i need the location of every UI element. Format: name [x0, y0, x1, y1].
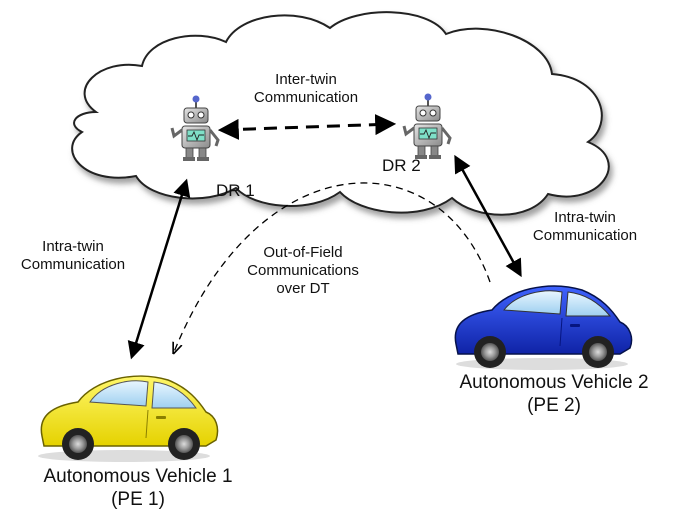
- vehicle2-subtitle: (PE 2): [527, 394, 581, 416]
- cloud-icon: [71, 11, 610, 216]
- intra-twin-arrow-left: [127, 178, 191, 360]
- intra-twin-arrow-right: [454, 154, 522, 278]
- inter-twin-label-line1: Inter-twin: [275, 71, 337, 88]
- out-of-field-label: Out-of-Field Communications over DT: [240, 244, 366, 298]
- car-icon: [454, 285, 633, 370]
- inter-twin-arrow: [217, 114, 397, 140]
- vehicle1-subtitle: (PE 1): [111, 488, 165, 510]
- vehicle2-label: Autonomous Vehicle 2 (PE 2): [420, 372, 688, 418]
- intra-left-line2: Communication: [20, 256, 126, 273]
- out-of-field-line3: over DT: [276, 280, 330, 297]
- out-of-field-line1: Out-of-Field: [263, 244, 343, 261]
- vehicle1-title: Autonomous Vehicle 1: [43, 466, 233, 487]
- car-icon: [38, 375, 219, 462]
- out-of-field-line2: Communications: [247, 262, 359, 279]
- vehicle1-label: Autonomous Vehicle 1 (PE 1): [4, 466, 272, 512]
- inter-twin-label-line2: Communication: [253, 89, 359, 106]
- dr1-label: DR 1: [216, 181, 255, 200]
- robot-icon: [170, 95, 220, 161]
- intra-twin-label-left: Intra-twin Communication: [18, 238, 128, 274]
- inter-twin-label: Inter-twin Communication: [246, 71, 366, 107]
- intra-twin-label-right: Intra-twin Communication: [528, 209, 642, 245]
- robot-icon: [402, 93, 452, 159]
- dr2-label: DR 2: [382, 156, 421, 175]
- intra-right-line2: Communication: [532, 227, 638, 244]
- intra-right-line1: Intra-twin: [554, 209, 616, 226]
- out-of-field-path: [174, 182, 491, 352]
- intra-left-line1: Intra-twin: [42, 238, 104, 255]
- vehicle2-title: Autonomous Vehicle 2: [459, 372, 649, 393]
